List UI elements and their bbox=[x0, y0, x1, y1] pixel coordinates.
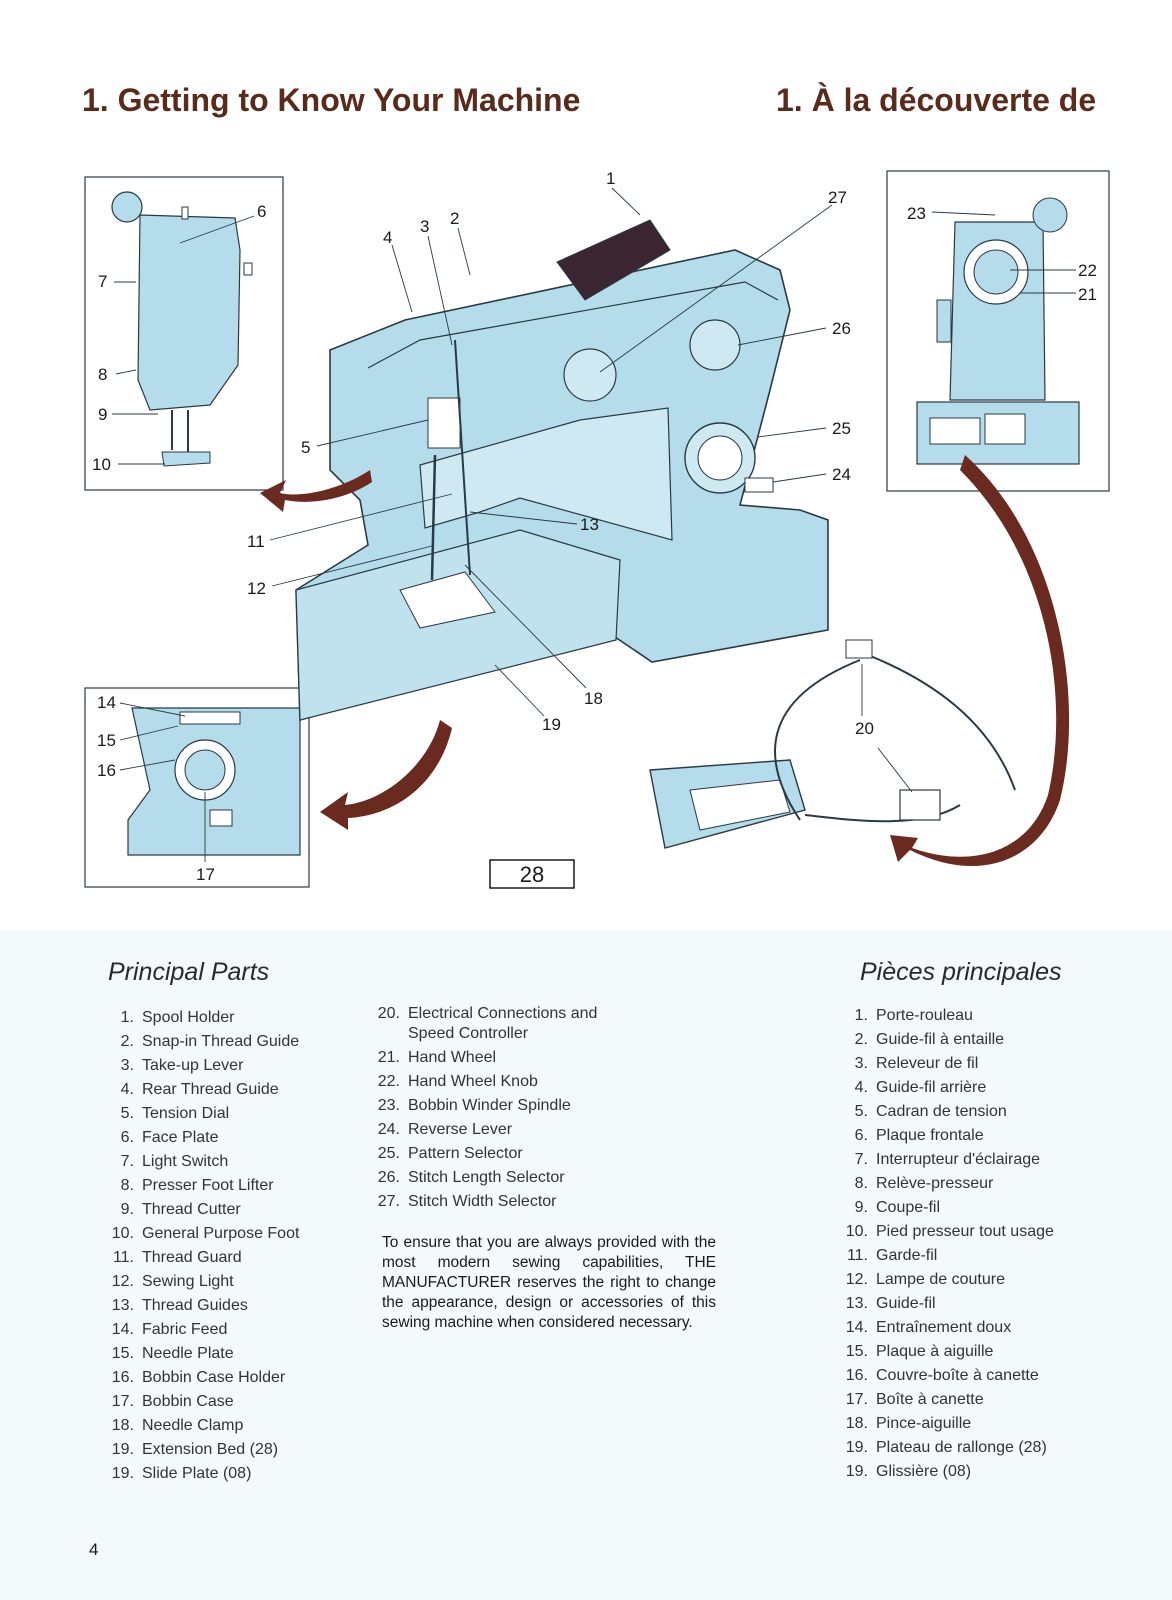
list-item: 18.Needle Clamp bbox=[111, 1417, 244, 1434]
callout-6: 6 bbox=[257, 202, 266, 221]
list-item: 16.Bobbin Case Holder bbox=[111, 1369, 286, 1386]
principal-parts-heading: Principal Parts bbox=[108, 958, 270, 986]
list-item: 8.Presser Foot Lifter bbox=[120, 1177, 274, 1194]
list-item: 27.Stitch Width Selector bbox=[377, 1193, 557, 1210]
list-item: 16.Couvre-boîte à canette bbox=[845, 1367, 1039, 1384]
list-item: 17.Boîte à canette bbox=[845, 1391, 984, 1408]
inset-bobbin-area bbox=[84, 687, 310, 888]
sewing-machine-diagram: 1 2 3 4 5 6 7 8 9 10 11 12 13 14 15 16 1… bbox=[84, 169, 1110, 889]
list-item: 13.Guide-fil bbox=[845, 1295, 936, 1312]
list-item: 24.Reverse Lever bbox=[377, 1121, 513, 1138]
callout-10: 10 bbox=[92, 455, 111, 474]
callout-5: 5 bbox=[301, 438, 310, 457]
manufacturer-notice: To ensure that you are always provided w… bbox=[382, 1234, 716, 1331]
callout-7: 7 bbox=[98, 272, 107, 291]
list-item: 10.Pied presseur tout usage bbox=[845, 1223, 1054, 1240]
callout-25: 25 bbox=[832, 419, 851, 438]
model-label: 28 bbox=[489, 859, 575, 889]
list-item: 25.Pattern Selector bbox=[377, 1145, 523, 1162]
callout-15: 15 bbox=[97, 731, 116, 750]
callout-4: 4 bbox=[383, 228, 392, 247]
list-item: 1.Spool Holder bbox=[120, 1009, 235, 1026]
list-item: 19.Slide Plate (08) bbox=[111, 1465, 252, 1482]
callout-numbers: 1 2 3 4 5 6 7 8 9 10 11 12 13 14 15 16 1… bbox=[92, 169, 1097, 884]
callout-17: 17 bbox=[196, 865, 215, 884]
pieces-principales-heading: Pièces principales bbox=[860, 958, 1062, 986]
list-item: 14.Fabric Feed bbox=[111, 1321, 228, 1338]
list-item: 11.Garde-fil bbox=[846, 1247, 938, 1264]
parts-list-background bbox=[0, 930, 1172, 1600]
callout-23: 23 bbox=[907, 204, 926, 223]
callout-2: 2 bbox=[450, 209, 459, 228]
callout-21: 21 bbox=[1078, 285, 1097, 304]
list-item: 18.Pince-aiguille bbox=[845, 1415, 972, 1432]
list-item: 5.Tension Dial bbox=[120, 1105, 230, 1122]
list-item: 4.Guide-fil arrière bbox=[854, 1079, 987, 1096]
list-item: 1.Porte-rouleau bbox=[854, 1007, 973, 1024]
callout-8: 8 bbox=[98, 365, 107, 384]
list-item: 6.Plaque frontale bbox=[854, 1127, 984, 1144]
list-item: 13.Thread Guides bbox=[111, 1297, 248, 1314]
list-item: 26.Stitch Length Selector bbox=[377, 1169, 565, 1186]
list-item: 11.Thread Guard bbox=[112, 1249, 242, 1266]
list-item: 15.Needle Plate bbox=[111, 1345, 234, 1362]
list-item: 10.General Purpose Foot bbox=[111, 1225, 300, 1242]
list-item: 3.Take-up Lever bbox=[120, 1057, 244, 1074]
list-item: 9.Coupe-fil bbox=[854, 1199, 941, 1216]
callout-18: 18 bbox=[584, 689, 603, 708]
page-title-english: 1. Getting to Know Your Machine bbox=[82, 82, 581, 118]
callout-9: 9 bbox=[98, 405, 107, 424]
callout-14: 14 bbox=[97, 693, 116, 712]
list-item: 23.Bobbin Winder Spindle bbox=[377, 1097, 571, 1114]
list-item: 19.Extension Bed (28) bbox=[111, 1441, 279, 1458]
list-item: 7.Light Switch bbox=[120, 1153, 229, 1170]
list-item: 19.Plateau de rallonge (28) bbox=[845, 1439, 1047, 1456]
page-title-french: 1. À la découverte de bbox=[776, 82, 1097, 118]
callout-22: 22 bbox=[1078, 261, 1097, 280]
sewing-machine-body bbox=[295, 219, 829, 722]
list-item: 17.Bobbin Case bbox=[111, 1393, 234, 1410]
callout-1: 1 bbox=[606, 169, 615, 188]
list-item: 2.Guide-fil à entaille bbox=[854, 1031, 1005, 1048]
page-number: 4 bbox=[89, 1540, 99, 1559]
callout-12: 12 bbox=[247, 579, 266, 598]
principal-parts-list: 1.Spool Holder 2.Snap-in Thread Guide 3.… bbox=[100, 1006, 300, 1486]
callout-3: 3 bbox=[420, 217, 429, 236]
pieces-principales-list: 1.Porte-rouleau 2.Guide-fil à entaille 3… bbox=[834, 1004, 1054, 1484]
direction-arrows bbox=[260, 455, 1070, 866]
list-item: 6.Face Plate bbox=[120, 1129, 219, 1146]
list-item: 2.Snap-in Thread Guide bbox=[120, 1033, 300, 1050]
callout-16: 16 bbox=[97, 761, 116, 780]
list-item: 4.Rear Thread Guide bbox=[120, 1081, 279, 1098]
list-item: 7.Interrupteur d'éclairage bbox=[854, 1151, 1041, 1168]
foot-controller bbox=[649, 639, 1016, 849]
list-item: 8.Relève-presseur bbox=[854, 1175, 994, 1192]
callout-13: 13 bbox=[580, 515, 599, 534]
principal-parts-list-continued: 20.Electrical Connections and Speed Cont… bbox=[366, 1004, 628, 1216]
list-item: 14.Entraînement doux bbox=[845, 1319, 1012, 1336]
model-label-text: 28 bbox=[520, 862, 544, 887]
inset-side-view bbox=[84, 176, 284, 491]
inset-right-side-view bbox=[886, 170, 1110, 492]
list-item: 9.Thread Cutter bbox=[120, 1201, 241, 1218]
list-item: 12.Lampe de couture bbox=[845, 1271, 1005, 1288]
list-item: 19.Glissière (08) bbox=[845, 1463, 972, 1480]
list-item: 12.Sewing Light bbox=[111, 1273, 234, 1290]
callout-24: 24 bbox=[832, 465, 851, 484]
list-item: 5.Cadran de tension bbox=[854, 1103, 1007, 1120]
callout-27: 27 bbox=[828, 188, 847, 207]
callout-26: 26 bbox=[832, 319, 851, 338]
callout-11: 11 bbox=[247, 532, 265, 551]
callout-leader-lines bbox=[112, 187, 1076, 862]
list-item: 21.Hand Wheel bbox=[377, 1049, 497, 1066]
callout-20: 20 bbox=[855, 719, 874, 738]
list-item: 15.Plaque à aiguille bbox=[845, 1343, 994, 1360]
list-item: 20.Electrical Connections and Speed Cont… bbox=[377, 1005, 598, 1042]
list-item: 3.Releveur de fil bbox=[854, 1055, 979, 1072]
callout-19: 19 bbox=[542, 715, 561, 734]
list-item: 22.Hand Wheel Knob bbox=[377, 1073, 538, 1090]
